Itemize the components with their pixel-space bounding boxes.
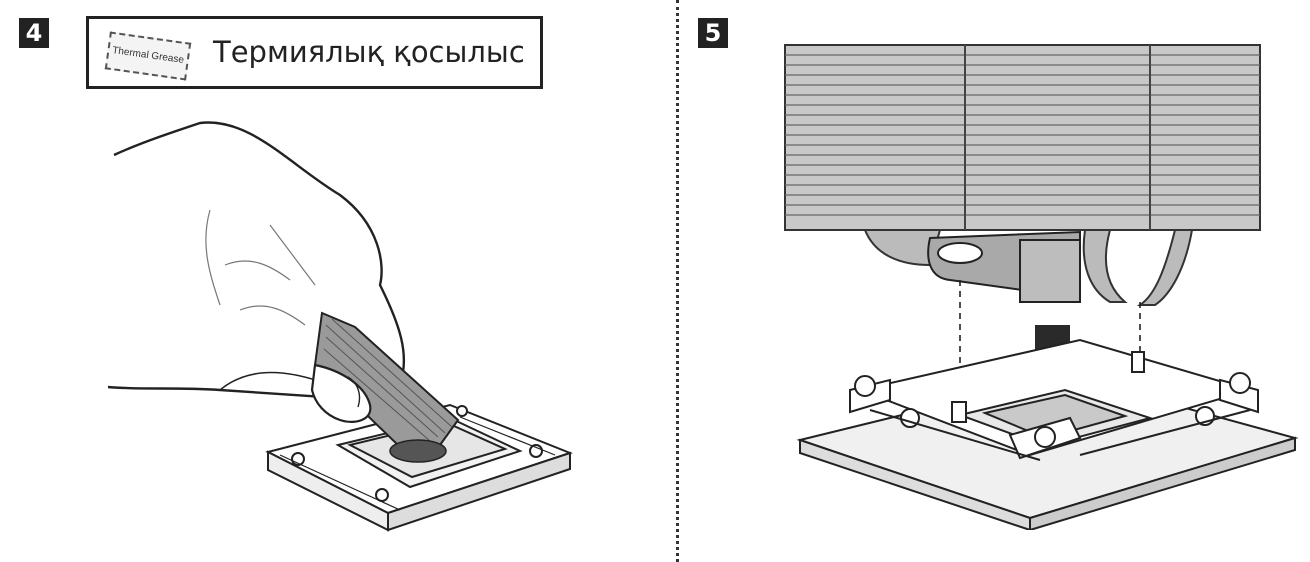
heatsink-base-drawing xyxy=(927,230,1081,303)
step-4-title: Термиялық қосылыс xyxy=(213,35,525,69)
thermal-grease-tube-icon: Thermal Grease xyxy=(104,31,192,81)
heatsink-install-illustration xyxy=(784,44,1299,530)
heatsink-fins-drawing xyxy=(784,44,1261,231)
spreader-card-drawing xyxy=(313,311,460,463)
heatpipes-drawing xyxy=(863,229,1194,306)
hand-spreading-grease-illustration xyxy=(107,121,573,532)
thumb-drawing xyxy=(310,363,372,423)
tube-label: Thermal Grease xyxy=(111,45,185,66)
panel-divider xyxy=(676,0,679,562)
mounting-bracket-drawing xyxy=(849,372,1259,461)
step-4-badge: 4 xyxy=(19,18,49,48)
step-5-badge: 5 xyxy=(698,18,728,48)
step-4-title-box: Thermal Grease Термиялық қосылыс xyxy=(86,16,543,89)
